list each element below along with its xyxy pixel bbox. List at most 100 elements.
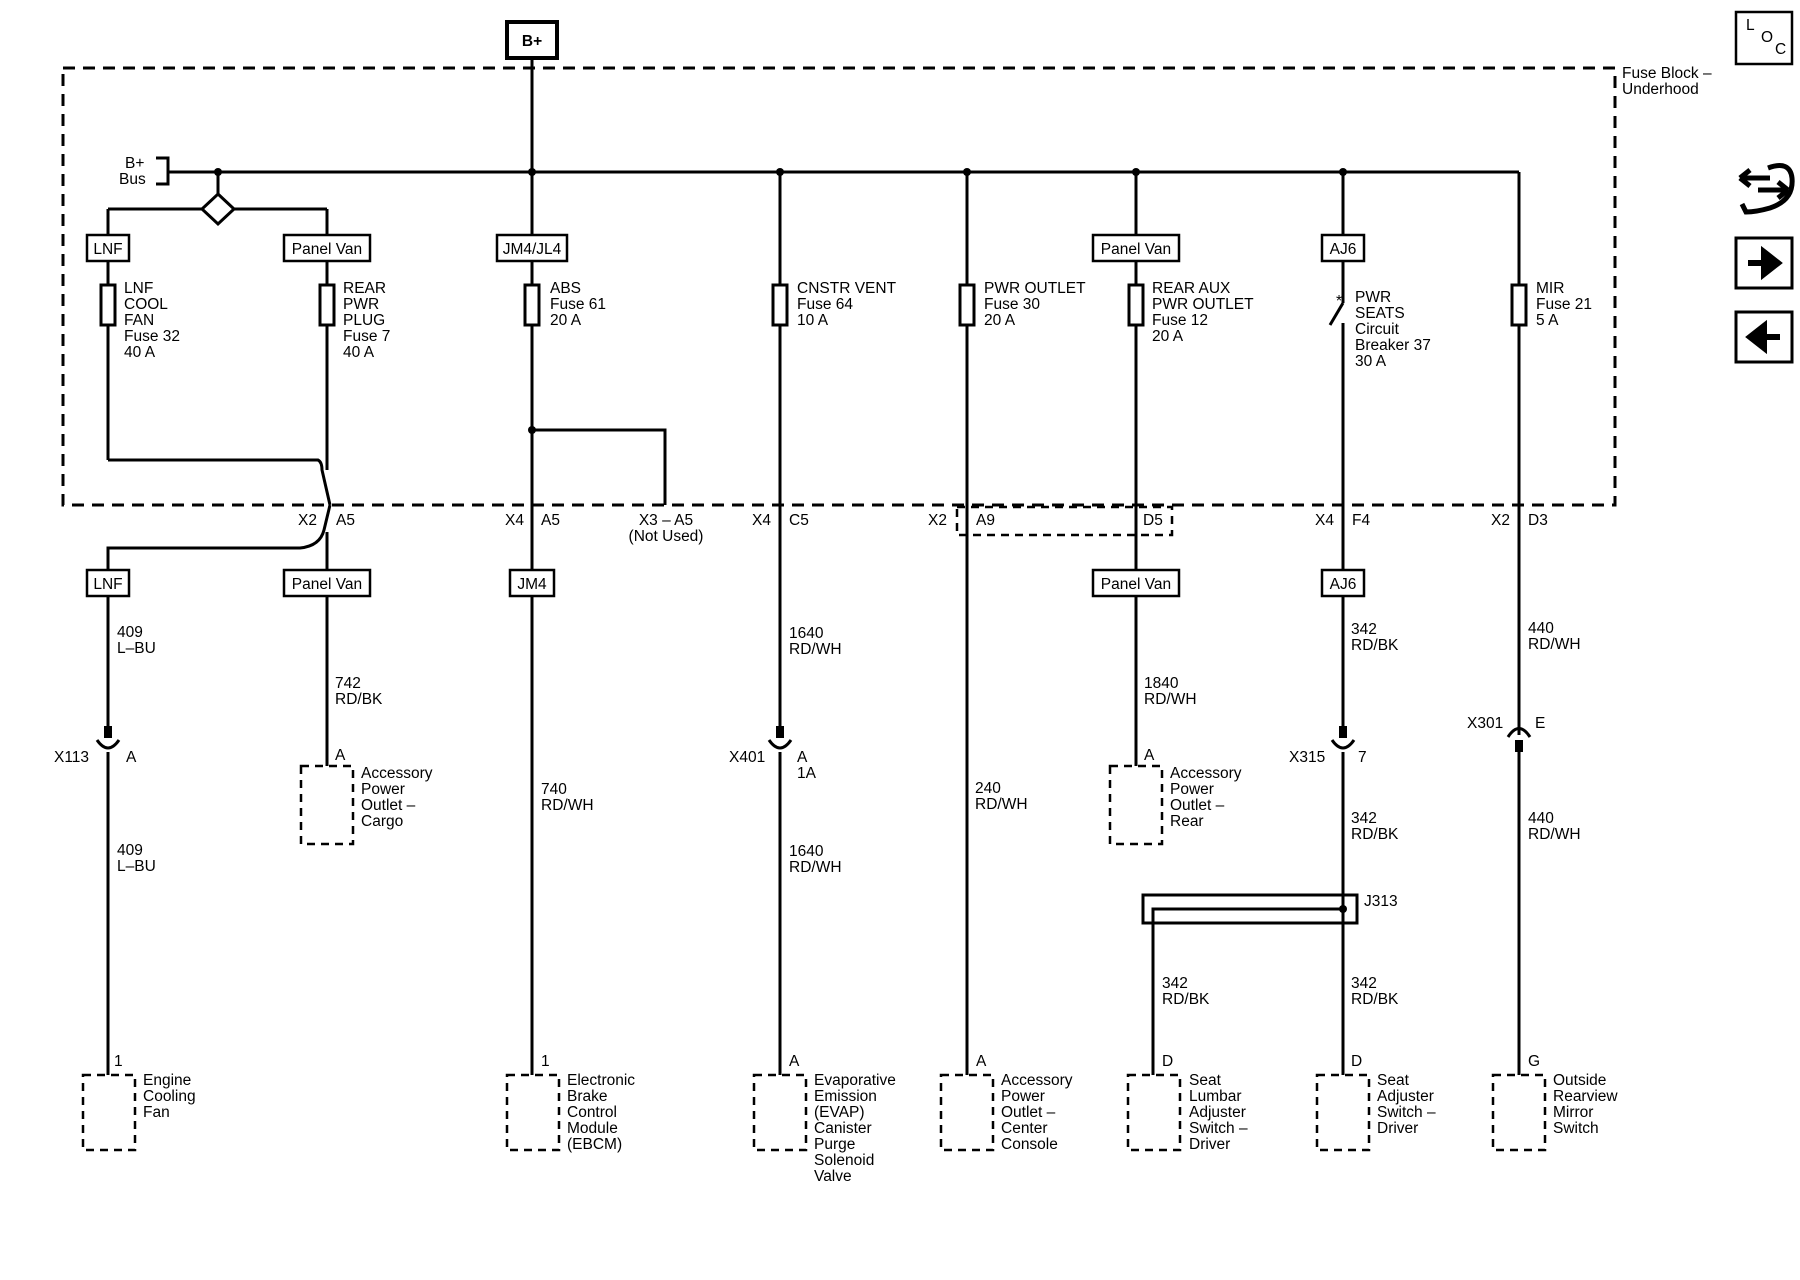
conn-x4-cnstr: X4: [752, 512, 771, 529]
ebcm: [505, 1073, 561, 1152]
x113-pin: A: [126, 749, 137, 766]
conn-c5: C5: [789, 512, 809, 529]
fuse-block-underhood: [61, 66, 1617, 507]
splice-j313: [1141, 893, 1359, 925]
x401-label: X401: [729, 749, 765, 766]
accessory-power-outlet-cargo: [299, 764, 355, 846]
x401-pin2: 1A: [797, 765, 817, 782]
next-page-icon[interactable]: [1734, 236, 1794, 290]
fuse-32: [99, 283, 117, 327]
evap-canister-purge-valve: [752, 1073, 808, 1152]
accessory-power-outlet-rear: [1108, 764, 1164, 846]
option-jm4-jl4: JM4/JL4: [503, 241, 562, 258]
conn-x2-outlet: X2: [928, 512, 947, 529]
seat-lumbar-adjuster-switch-driver: [1126, 1073, 1182, 1152]
lumbar-pin: D: [1162, 1053, 1173, 1070]
fuse-30: [958, 283, 976, 327]
inline-connector-x401: [767, 739, 793, 750]
previous-page-icon[interactable]: [1734, 310, 1794, 364]
conn-not-used: (Not Used): [629, 528, 704, 545]
fuse-block-label-1: Fuse Block –: [1622, 65, 1712, 82]
svg-text:O: O: [1761, 29, 1773, 46]
option-jm4: JM4: [517, 576, 547, 593]
mirror-pin: G: [1528, 1053, 1540, 1070]
x301-label: X301: [1467, 715, 1503, 732]
option-panel-van-1: Panel Van: [292, 241, 362, 258]
fan-pin: 1: [114, 1053, 123, 1070]
x301-pin: E: [1535, 715, 1545, 732]
bus-label-2: Bus: [119, 171, 146, 188]
seat-adj-pin: D: [1351, 1053, 1362, 1070]
svg-text:C: C: [1775, 41, 1786, 58]
option-panel-van-3: Panel Van: [1101, 241, 1171, 258]
option-panel-van-2: Panel Van: [292, 576, 362, 593]
inline-connector-x301: [1506, 727, 1532, 738]
j313-label: J313: [1364, 893, 1398, 910]
ebcm-pin: 1: [541, 1053, 550, 1070]
acc-rear-pin: A: [1144, 747, 1155, 764]
conn-x3-a5: X3 – A5: [639, 512, 693, 529]
option-diamond: [199, 191, 237, 227]
battery-label: B+: [522, 33, 542, 50]
bus-label-1: B+: [125, 155, 144, 172]
conn-x4-seats: X4: [1315, 512, 1334, 529]
outside-rearview-mirror-switch: [1491, 1073, 1547, 1152]
x113-label: X113: [54, 749, 89, 766]
option-lnf-bottom: LNF: [93, 576, 122, 593]
fuse-7: [318, 283, 336, 327]
conn-a5: A5: [336, 512, 355, 529]
option-aj6-bottom: AJ6: [1330, 576, 1357, 593]
x315-label: X315: [1289, 749, 1325, 766]
engine-cooling-fan: [81, 1073, 137, 1152]
circuit-breaker-37: *: [1328, 293, 1345, 345]
conn-d3: D3: [1528, 512, 1548, 529]
option-aj6-top: AJ6: [1330, 241, 1357, 258]
x315-pin: 7: [1358, 749, 1367, 766]
option-lnf-top: LNF: [93, 241, 122, 258]
x401-pin: A: [797, 749, 808, 766]
location-icon[interactable]: L O C: [1734, 10, 1794, 66]
conn-a5-abs: A5: [541, 512, 560, 529]
fuse-block-label-2: Underhood: [1622, 81, 1699, 98]
evap-pin: A: [789, 1053, 800, 1070]
conn-d5: D5: [1143, 512, 1163, 529]
connector-x2-dashed-group: [955, 505, 1174, 537]
conn-a9: A9: [976, 512, 995, 529]
acc-console-pin: A: [976, 1053, 987, 1070]
fuse-64: [771, 283, 789, 327]
seat-adjuster-switch-driver: [1315, 1073, 1371, 1152]
fuse-21: [1510, 283, 1528, 327]
option-panel-van-4: Panel Van: [1101, 576, 1171, 593]
conn-x4-abs: X4: [505, 512, 524, 529]
connector-tool-icon[interactable]: [1738, 163, 1795, 215]
fuse-61: [523, 283, 541, 327]
